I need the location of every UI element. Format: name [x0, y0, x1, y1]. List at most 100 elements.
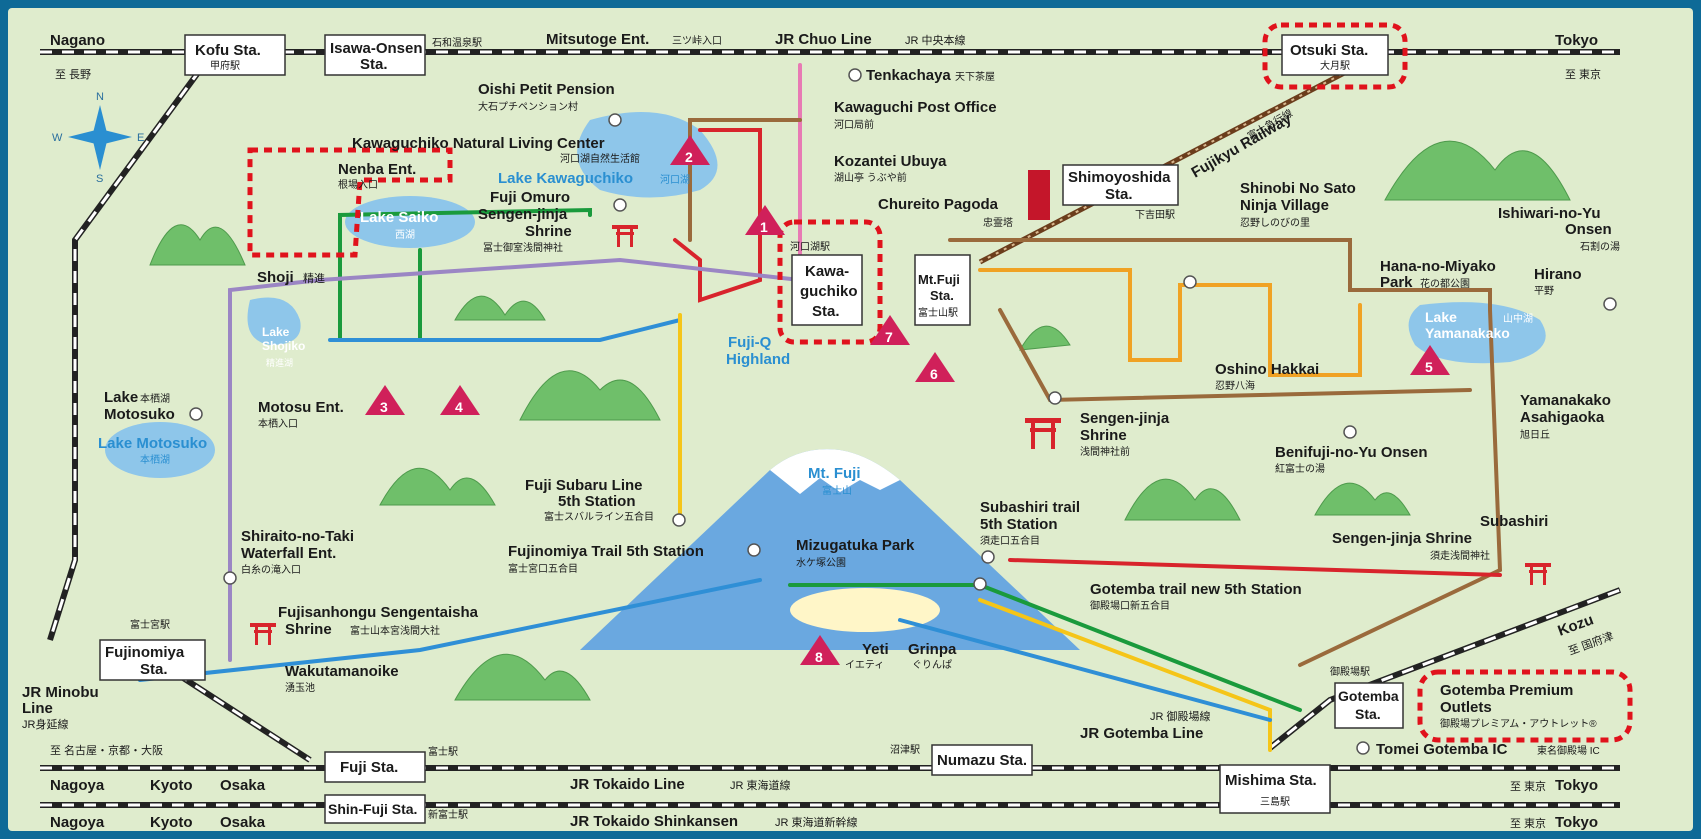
- station-shinfuji-label: Shin-Fuji Sta.: [328, 801, 417, 817]
- minobu-line-label2: Line: [22, 700, 53, 717]
- motosu-jp: 本栖入口: [258, 417, 298, 430]
- subaru-label2: 5th Station: [558, 493, 636, 510]
- shiraito-jp: 白糸の滝入口: [241, 563, 301, 576]
- torii-icon: [250, 623, 276, 645]
- tenkachaya-label: Tenkachaya: [866, 67, 951, 84]
- premium-label2: Outlets: [1440, 699, 1492, 716]
- station-otsuki-jp: 大月駅: [1320, 59, 1350, 72]
- tokyo-top-label: Tokyo: [1555, 32, 1598, 49]
- highlight-otsuki: [1262, 22, 1408, 90]
- station-numazu-jp: 沼津駅: [890, 743, 920, 756]
- chureito-jp: 忠霊塔: [983, 216, 1013, 229]
- lake-saiko-jp: 西湖: [395, 229, 415, 241]
- grinpa-jp: ぐりんぱ: [912, 659, 952, 671]
- wakutama-jp: 湧玉池: [285, 681, 315, 694]
- mizugatuka-jp: 水ケ塚公園: [796, 557, 846, 569]
- station-numazu: [931, 744, 1033, 776]
- station-gotemba-label: Gotemba: [1338, 688, 1399, 704]
- hongu-jp: 富士山本宮浅間大社: [350, 624, 440, 637]
- fujiq-label: Fuji-Q: [728, 334, 772, 351]
- tokyo-mid-jp: 至 東京: [1510, 779, 1546, 793]
- mtfuji-jp: 富士山: [822, 484, 852, 497]
- badge-5: 5: [1410, 345, 1450, 375]
- compass-rose-icon: N S E W: [52, 91, 144, 185]
- benifuji-label: Benifuji-no-Yu Onsen: [1275, 444, 1428, 461]
- oishi-jp: 大石プチペンション村: [478, 100, 578, 113]
- lake-shojiko-label: Lake: [262, 325, 290, 339]
- kyoto-label-2: Kyoto: [150, 814, 193, 831]
- shoji-jp: 精進: [303, 272, 325, 285]
- station-shinfuji-jp: 新富士駅: [428, 808, 468, 821]
- tokyo-mid-label: Tokyo: [1555, 777, 1598, 794]
- omuro-label: Fuji Omuro: [490, 189, 570, 206]
- svg-text:3: 3: [380, 399, 388, 415]
- station-kawaguchiko-label2: guchiko: [800, 283, 858, 300]
- torii-icon: [612, 225, 638, 247]
- shinobi-jp: 忍野しのびの里: [1240, 217, 1310, 229]
- mitsutoge-label: Mitsutoge Ent.: [546, 31, 649, 48]
- station-kawaguchiko-label3: Sta.: [812, 303, 840, 320]
- lake-kawaguchiko-jp: 河口湖: [660, 174, 690, 186]
- omuro-label2: Sengen-jinja: [478, 206, 568, 223]
- nagoya-label-2: Nagoya: [50, 814, 105, 831]
- gotemba-trail-label: Gotemba trail new 5th Station: [1090, 581, 1302, 598]
- highlight-outlets: [1417, 669, 1633, 743]
- station-fuji-jp: 富士駅: [428, 745, 458, 758]
- gotemba-trail-jp: 御殿場口新五合目: [1090, 599, 1170, 612]
- mt-fuji-illustration: [580, 449, 1080, 650]
- shinkansen-jp: JR 東海道新幹線: [775, 815, 858, 829]
- station-mtfuji-jp: 富士山駅: [918, 306, 958, 319]
- ishiwari-label: Ishiwari-no-Yu: [1498, 205, 1601, 222]
- station-shinfuji: [324, 794, 426, 824]
- highlight-nenba: [247, 147, 453, 258]
- highlight-kawaguchiko: [777, 219, 883, 345]
- badge-7: 7: [870, 315, 910, 345]
- fujinomiya-trail-label: Fujinomiya Trail 5th Station: [508, 543, 704, 560]
- nagano-label: Nagano: [50, 32, 105, 49]
- minobu-line-label: JR Minobu: [22, 684, 99, 701]
- tokyo-top-jp: 至 東京: [1565, 67, 1601, 81]
- pagoda-icon: [1028, 170, 1050, 220]
- shiraito-label2: Waterfall Ent.: [241, 545, 336, 562]
- hanano-label: Hana-no-Miyako: [1380, 258, 1496, 275]
- chureito-label: Chureito Pagoda: [878, 196, 999, 213]
- ishiwari-label2: Onsen: [1565, 221, 1612, 238]
- lake-yamanakako-shape: [1408, 302, 1546, 364]
- bus-stops: [189, 68, 1617, 755]
- station-kofu-jp: 甲府駅: [210, 59, 240, 72]
- station-boxes: [99, 34, 1404, 824]
- station-shimoyoshida-jp: 下吉田駅: [1135, 209, 1175, 221]
- hanano-label2: Park: [1380, 274, 1413, 291]
- subashiri-trail-jp: 須走口五合目: [980, 534, 1040, 547]
- tokaido-line-label: JR Tokaido Line: [570, 776, 685, 793]
- svg-text:S: S: [96, 173, 103, 185]
- subashiri-shrine-label: Subashiri: [1480, 513, 1548, 530]
- lake-yamanakako-jp: 山中湖: [1503, 312, 1533, 325]
- wakutama-label: Wakutamanoike: [285, 663, 399, 680]
- station-isawa-label2: Sta.: [360, 56, 388, 73]
- badge-4: 4: [440, 385, 480, 415]
- station-gotemba-jp: 御殿場駅: [1330, 665, 1370, 678]
- subashiri-shrine-jp: 須走浅間神社: [1430, 549, 1490, 562]
- badge-8: 8: [800, 635, 840, 665]
- station-fujinomiya: [99, 639, 206, 681]
- shinobi-label2: Ninja Village: [1240, 197, 1329, 214]
- lake-motosuko-label: Lake Motosuko: [98, 435, 207, 452]
- station-fujinomiya-jp: 富士宮駅: [130, 618, 170, 631]
- lake-motosuko-side-label: Lake: [104, 389, 138, 406]
- mitsutoge-jp: 三ツ峠入口: [672, 35, 722, 47]
- station-fuji: [324, 751, 426, 783]
- hills: [149, 140, 1571, 701]
- lake-shojiko-jp: 精進湖: [266, 357, 293, 368]
- yamanakako-asahi-label: Yamanakako: [1520, 392, 1611, 409]
- torii-icon: [1525, 563, 1551, 585]
- ishiwari-jp: 石割の湯: [1580, 240, 1620, 253]
- hirano-jp: 平野: [1534, 285, 1554, 297]
- shinobi-label: Shinobi No Sato: [1240, 180, 1356, 197]
- station-shimoyoshida-label: Shimoyoshida: [1068, 169, 1171, 186]
- station-shimoyoshida: [1062, 164, 1179, 206]
- svg-text:N: N: [96, 91, 104, 103]
- benifuji-jp: 紅富士の湯: [1275, 462, 1325, 475]
- station-isawa: [324, 34, 426, 76]
